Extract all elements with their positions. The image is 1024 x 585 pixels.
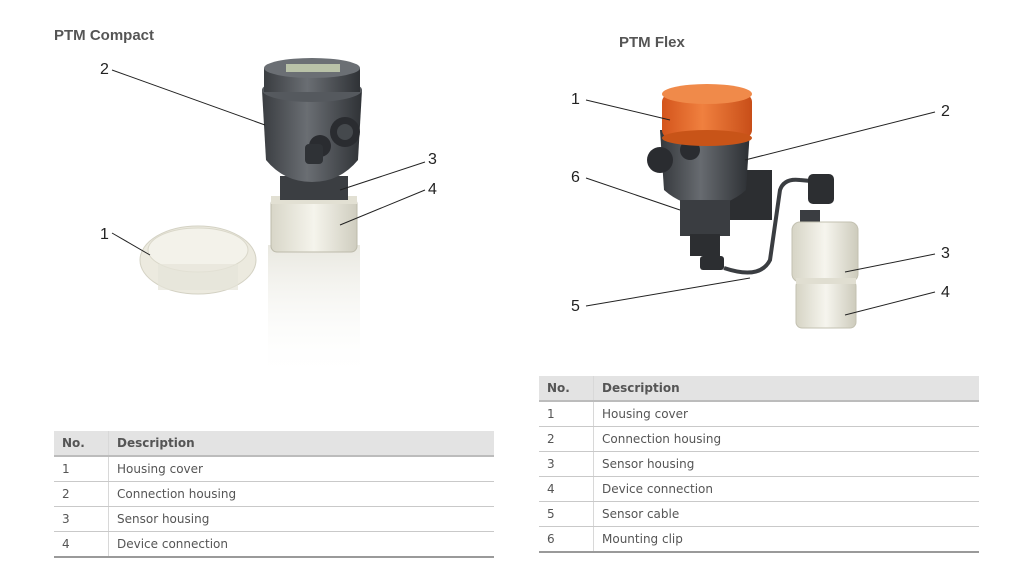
row-description: Device connection [108,531,494,558]
row-number: 2 [539,426,594,452]
ptm-compact-illustration [111,58,426,380]
table-row: 2 Connection housing [54,481,494,507]
callout-4-flex: 4 [941,284,950,301]
callout-2: 2 [100,61,109,78]
row-number: 6 [539,526,594,553]
table-row: 4 Device connection [539,476,979,502]
callout-1: 1 [100,226,109,243]
reflection [268,245,360,380]
row-description: Sensor housing [593,451,979,477]
row-number: 3 [54,506,109,532]
callout-2-flex: 2 [941,103,950,120]
table-row: 3 Sensor housing [54,506,494,532]
table-row: 1 Housing cover [54,456,494,482]
callout-5-flex: 5 [571,298,580,315]
table-row: 2 Connection housing [539,426,979,452]
ptm-compact-table: No. Description 1 Housing cover 2 Connec… [54,431,494,558]
callout-4: 4 [428,181,437,198]
row-number: 3 [539,451,594,477]
ptm-flex-table: No. Description 1 Housing cover 2 Connec… [539,376,979,553]
table-row: 5 Sensor cable [539,501,979,527]
table-header-row: No. Description [539,376,979,402]
row-description: Device connection [593,476,979,502]
column-header-no: No. [54,431,109,457]
row-description: Mounting clip [593,526,979,553]
table-header-row: No. Description [54,431,494,457]
ptm-flex-leader-lines [585,99,936,316]
row-number: 4 [54,531,109,558]
table-row: 3 Sensor housing [539,451,979,477]
ptm-flex-title: PTM Flex [619,34,685,51]
column-header-no: No. [539,376,594,402]
column-header-description: Description [108,431,494,457]
callout-6-flex: 6 [571,169,580,186]
row-description: Housing cover [108,456,494,482]
column-header-description: Description [593,376,979,402]
row-number: 2 [54,481,109,507]
device-connection-part [270,197,358,253]
callout-3: 3 [428,151,437,168]
row-description: Connection housing [593,426,979,452]
row-description: Sensor cable [593,501,979,527]
callout-1-flex: 1 [571,91,580,108]
table-row: 1 Housing cover [539,401,979,427]
row-number: 1 [539,401,594,427]
row-description: Sensor housing [108,506,494,532]
row-description: Housing cover [593,401,979,427]
callout-3-flex: 3 [941,245,950,262]
sensor-cable-part [723,177,823,275]
ptm-flex-illustration [647,84,859,329]
row-number: 4 [539,476,594,502]
connection-housing-part [262,90,362,182]
row-number: 1 [54,456,109,482]
table-row: 6 Mounting clip [539,526,979,553]
row-number: 5 [539,501,594,527]
table-row: 4 Device connection [54,531,494,558]
ptm-compact-title: PTM Compact [54,27,155,44]
row-description: Connection housing [108,481,494,507]
housing-cover-part-flex [662,94,752,138]
